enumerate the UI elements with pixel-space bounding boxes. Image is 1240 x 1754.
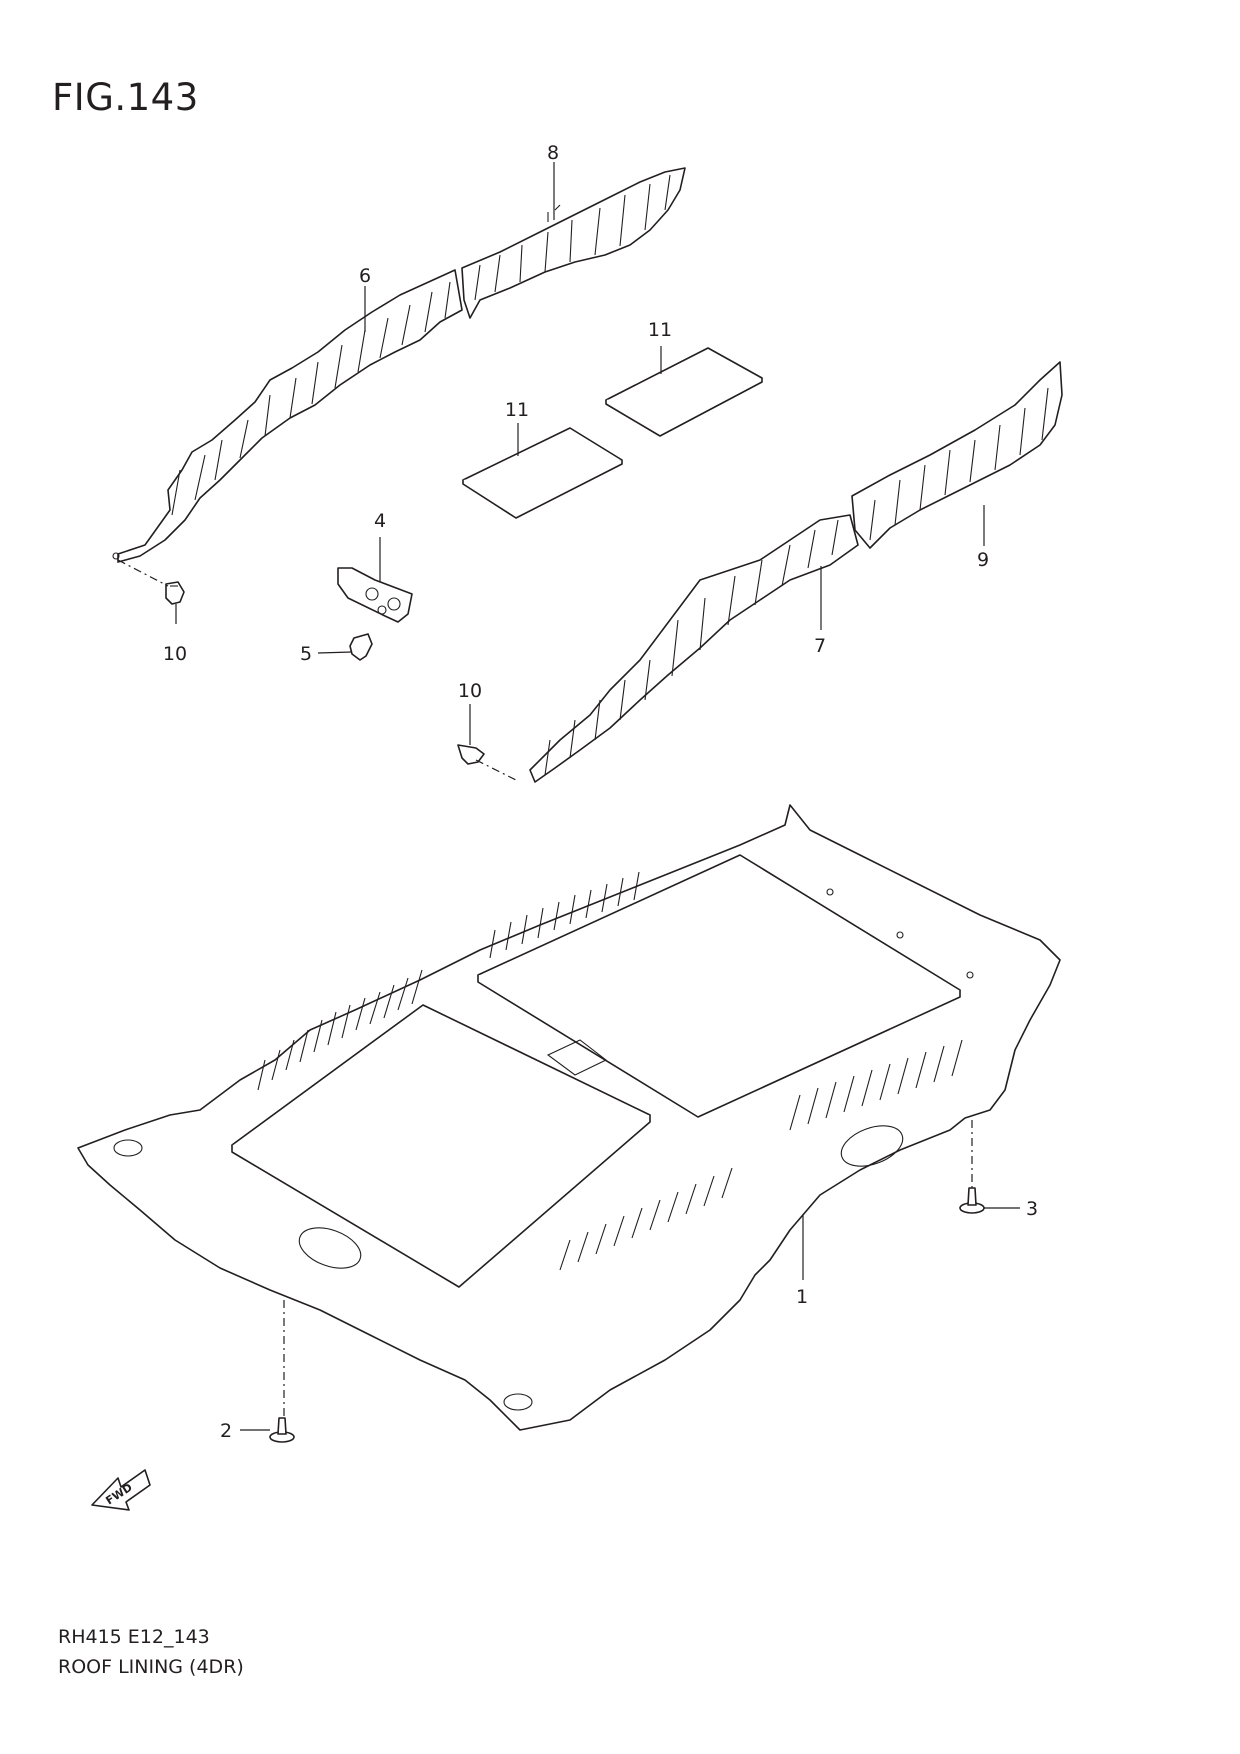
callout-8: 8 <box>547 142 559 164</box>
part-2-screw[interactable] <box>269 1417 295 1443</box>
callout-labels: 8 6 11 11 4 5 10 10 7 9 1 3 2 <box>163 142 1038 1442</box>
callout-4: 4 <box>374 510 386 532</box>
callout-11-lower: 11 <box>505 399 529 421</box>
callout-5: 5 <box>300 643 312 665</box>
callout-6: 6 <box>359 265 371 287</box>
part-7-rear-rail-left[interactable] <box>529 514 859 783</box>
callout-11-upper: 11 <box>648 319 672 341</box>
part-11-pad-upper[interactable] <box>605 347 763 437</box>
callout-10-left: 10 <box>163 643 187 665</box>
fwd-arrow-icon: FWD <box>91 1469 151 1511</box>
part-11-pad-lower[interactable] <box>462 427 623 519</box>
figure-title: FIG.143 <box>52 76 199 119</box>
callout-1: 1 <box>796 1286 808 1308</box>
part-10-clip-center[interactable] <box>457 744 485 765</box>
callout-2: 2 <box>220 1420 232 1442</box>
part-9-rear-rail-right[interactable] <box>851 361 1063 549</box>
part-4-bracket[interactable] <box>337 567 413 623</box>
part-10-clip-left[interactable] <box>165 581 185 605</box>
footer-title: ROOF LINING (4DR) <box>58 1656 244 1678</box>
part-8-front-rail-right[interactable] <box>461 167 686 319</box>
callout-7: 7 <box>814 635 826 657</box>
footer-code: RH415 E12_143 <box>58 1626 210 1648</box>
part-5-clip[interactable] <box>349 633 373 661</box>
part-3-screw[interactable] <box>959 1187 985 1214</box>
assembly-lines <box>117 559 973 1418</box>
part-6-front-rail-left[interactable] <box>112 269 463 563</box>
callout-9: 9 <box>977 549 989 571</box>
leader-lines <box>175 162 1020 1431</box>
callout-10-center: 10 <box>458 680 482 702</box>
part-1-headliner[interactable] <box>77 804 1061 1431</box>
callout-3: 3 <box>1026 1198 1038 1220</box>
